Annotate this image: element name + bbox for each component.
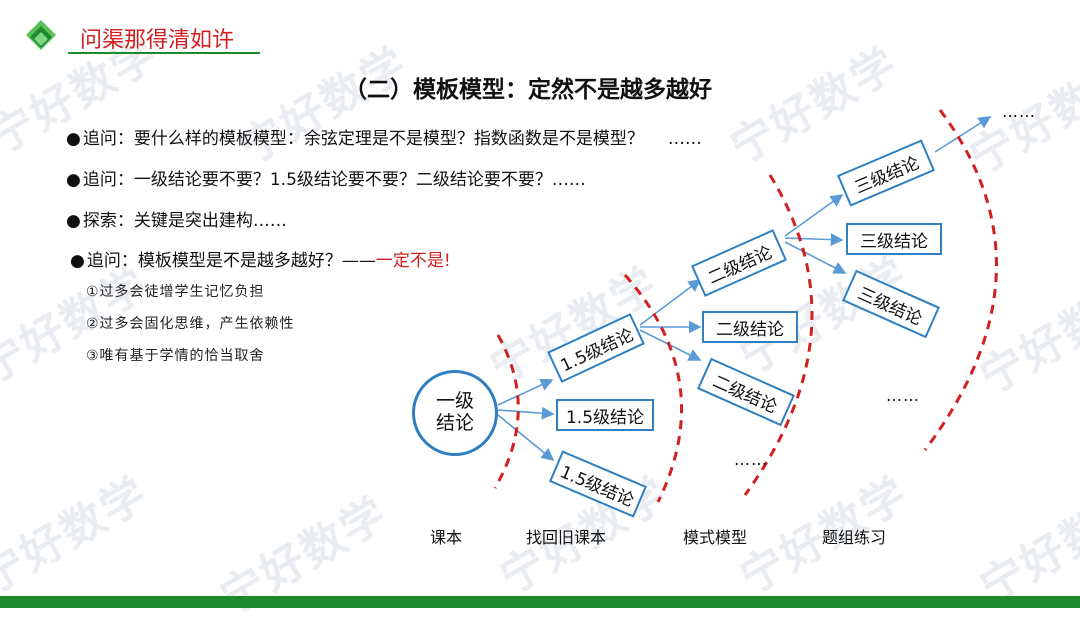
root-node-level1: 一级 结论 [412, 370, 498, 456]
node-level2-middle: 二级结论 [702, 311, 798, 343]
bullet-dot: ● [66, 211, 81, 231]
bullet-dot: ● [66, 129, 81, 149]
root-node-line2: 结论 [435, 412, 474, 434]
footer-bar [0, 596, 1080, 608]
bullet-text: 探索：关键是突出建构…… [82, 211, 287, 231]
bullet-emphasis: 一定不是! [375, 251, 451, 271]
page-title-text: （二）模板模型：定然不是越多越好 [344, 77, 712, 103]
node-level3-middle: 三级结论 [846, 223, 942, 255]
root-node-line1: 一级 [435, 390, 474, 413]
bullet-1: ●追问：要什么样的模板模型：余弦定理是不是模型？指数函数是不是模型？ …… [66, 124, 702, 149]
bullet-text: 追问：要什么样的模板模型：余弦定理是不是模型？指数函数是不是模型？ [82, 129, 644, 149]
stage-arcs [493, 109, 998, 503]
bullet-4: ●追问：模板模型是不是越多越好？——一定不是! [70, 246, 451, 271]
sub-point-1: ①过多会徒增学生记忆负担 [86, 284, 265, 300]
node-level15-middle: 1.5级结论 [556, 399, 654, 431]
ellipsis-level2: …… [734, 450, 768, 469]
bullet-text: 追问：模板模型是不是越多越好？—— [86, 251, 376, 271]
sub-point-3: ③唯有基于学情的恰当取舍 [86, 348, 265, 364]
diamond-logo-icon [26, 20, 56, 50]
stage-label-exercise-group: 题组练习 [822, 528, 887, 547]
sub-point-2: ②过多会固化思维，产生依赖性 [86, 316, 295, 332]
bullet-dot: ● [70, 251, 85, 271]
ellipsis-top: …… [1002, 102, 1036, 121]
stage-label-pattern-model: 模式模型 [683, 528, 748, 547]
ellipsis-level3: …… [886, 386, 920, 405]
bullet-dot: ● [66, 170, 81, 190]
header-underline [68, 52, 260, 54]
stage-label-textbook: 课本 [430, 528, 463, 547]
stage-label-old-textbook: 找回旧课本 [526, 528, 607, 547]
bullet-text: 追问：一级结论要不要？1.5级结论要不要？二级结论要不要？…… [82, 170, 586, 190]
bullet-tail: …… [667, 129, 702, 149]
bullet-3: ●探索：关键是突出建构…… [66, 206, 287, 231]
page-title: （二）模板模型：定然不是越多越好 [0, 70, 1080, 104]
knowledge-tree-diagram [493, 109, 998, 503]
bullet-2: ●追问：一级结论要不要？1.5级结论要不要？二级结论要不要？…… [66, 165, 586, 190]
connector-arrows [497, 116, 992, 462]
header-title: 问渠那得清如许 [80, 28, 235, 53]
